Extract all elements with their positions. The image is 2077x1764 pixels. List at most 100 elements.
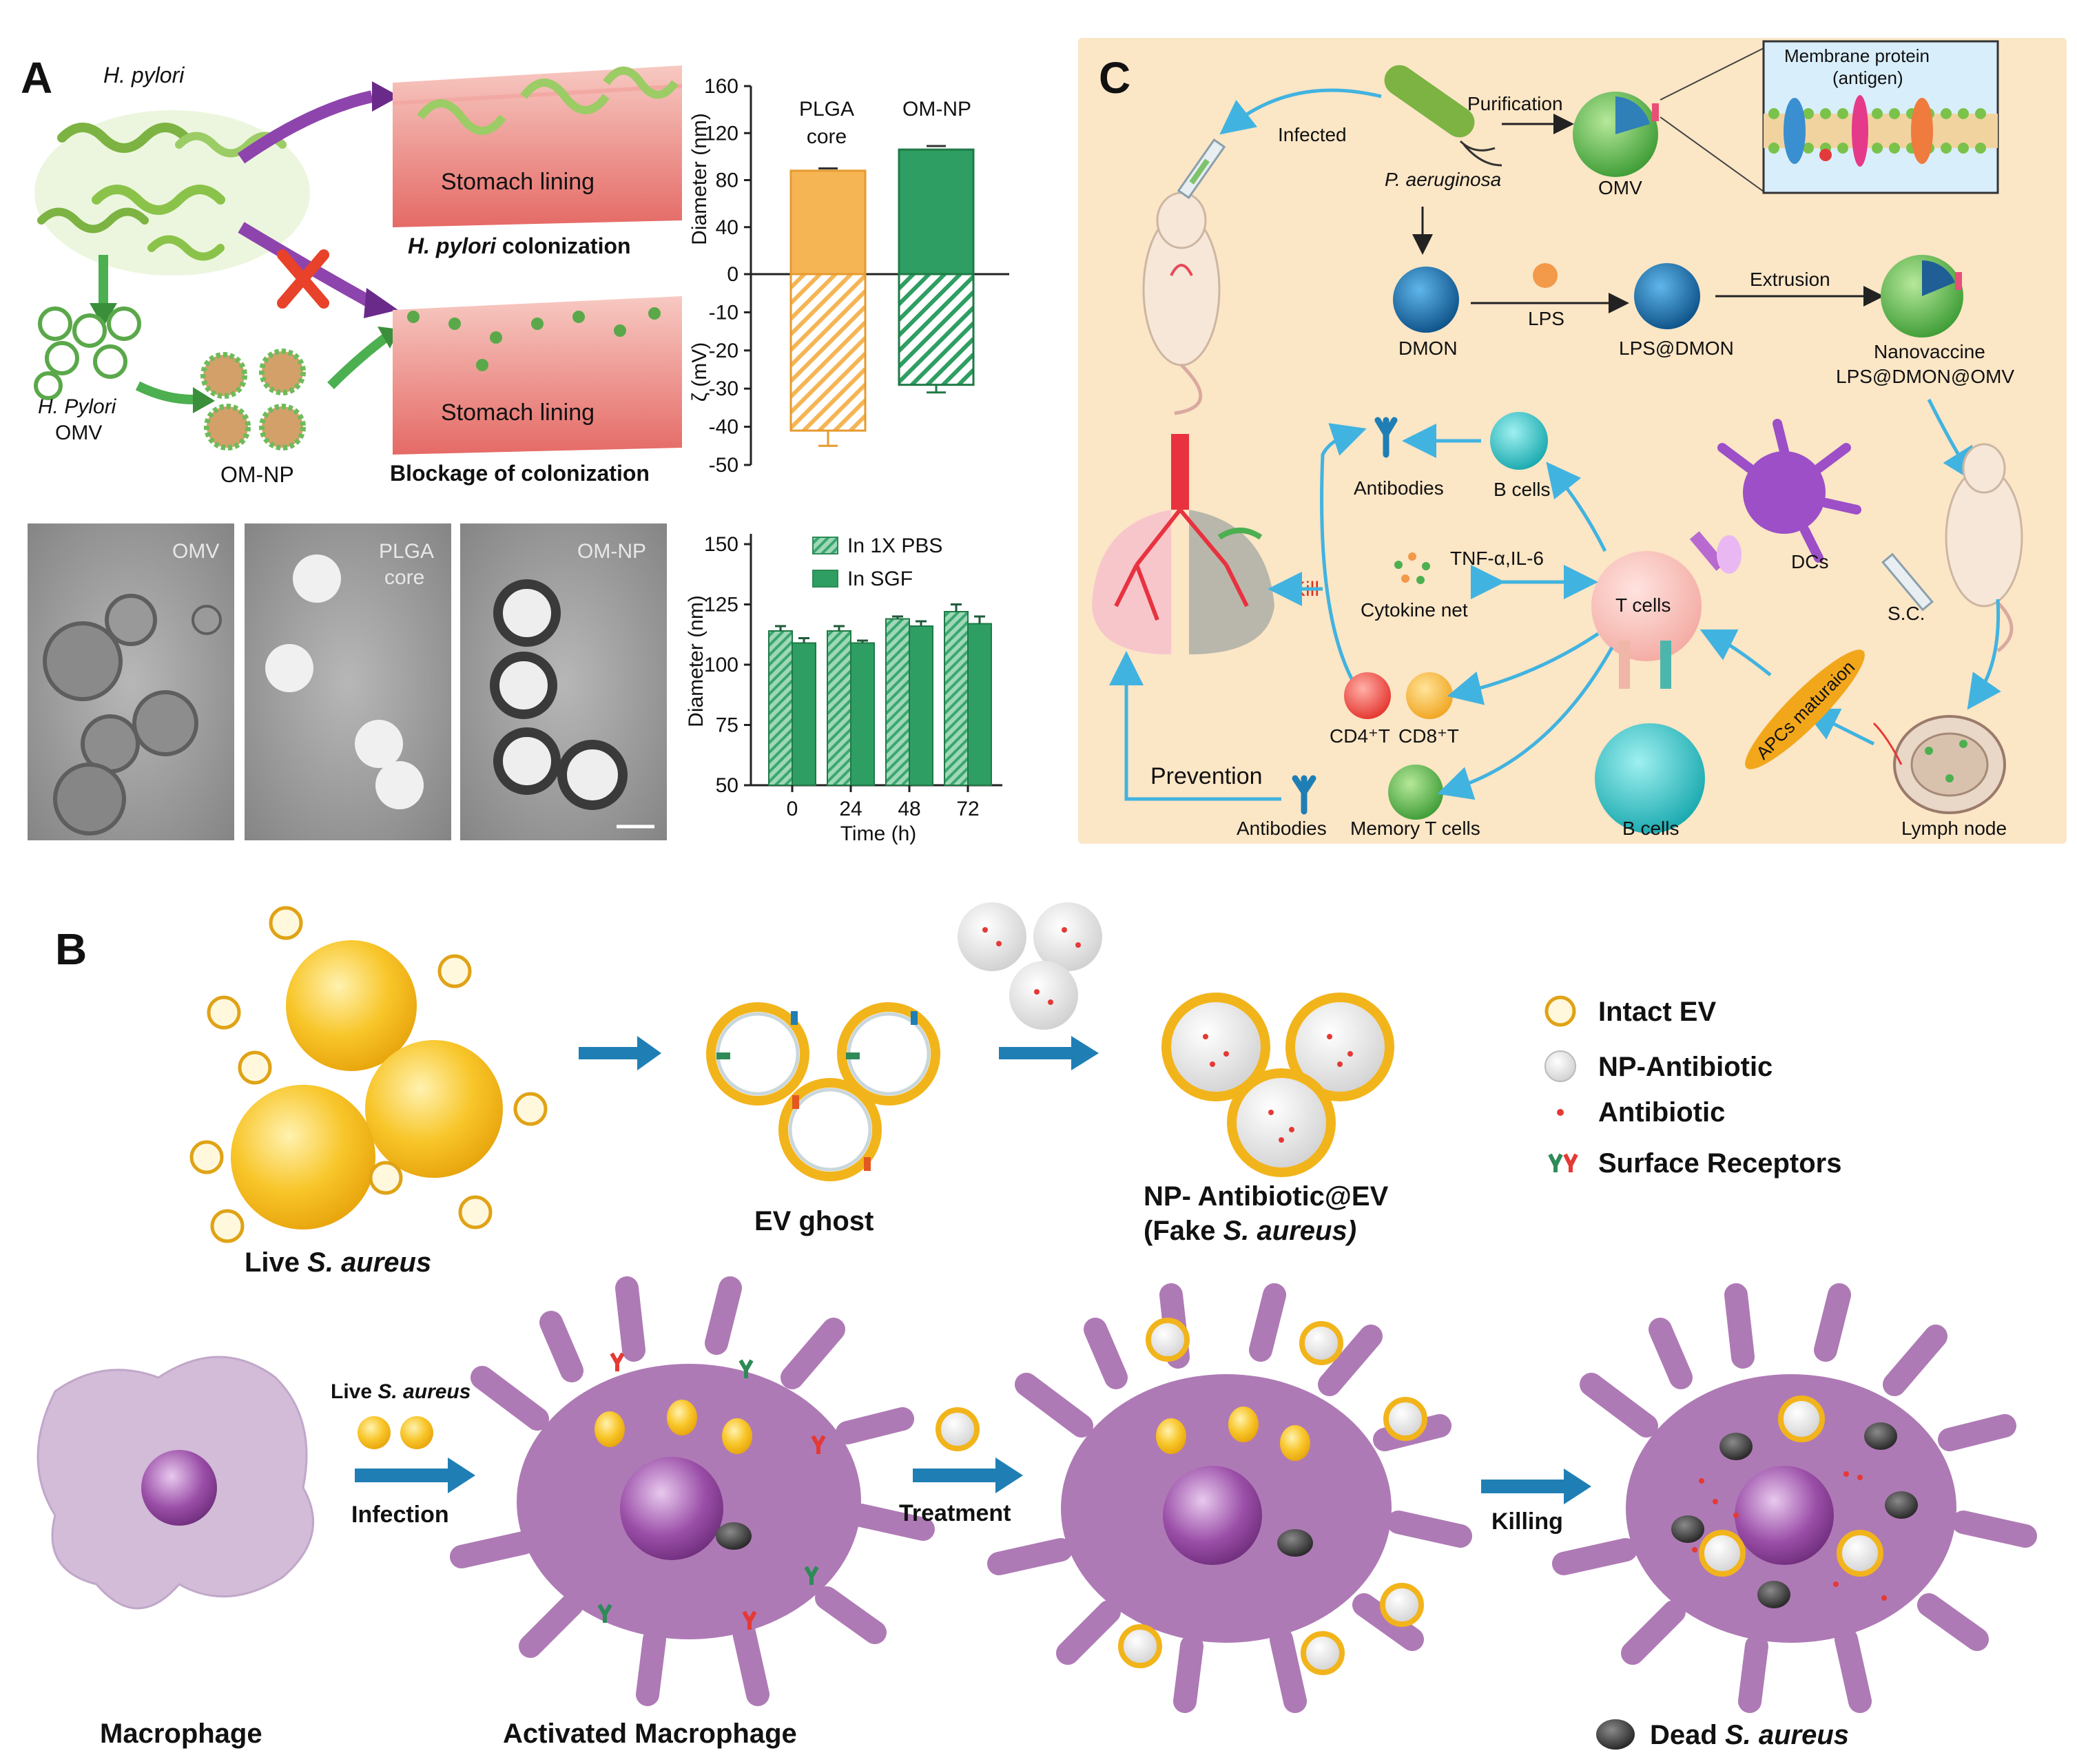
- chart2-xtick-label: 72: [956, 798, 979, 820]
- memory-t-cells-label: Memory T cells: [1350, 818, 1480, 839]
- p-aeruginosa-label: P. aeruginosa: [1385, 169, 1501, 190]
- syringe-icon: [1177, 138, 1226, 200]
- legend-surface-receptors-icon: [1548, 1153, 1578, 1172]
- legend-np-antibiotic-icon: [1544, 1050, 1576, 1082]
- infection-bacterium-1: [358, 1416, 391, 1449]
- antibodies-label-top: Antibodies: [1354, 477, 1444, 499]
- panel-label-b: B: [55, 924, 87, 974]
- colonization-arrow: [237, 90, 373, 164]
- dmon-sphere: [1393, 267, 1459, 333]
- cytokine-dots-icon: [1394, 552, 1430, 584]
- om-np-arrow: [135, 381, 194, 404]
- chart1-cat-label-core: core: [807, 125, 847, 148]
- om-np-particles-illustration: [200, 349, 306, 450]
- nanovaccine-formula-label: LPS@DMON@OMV: [1836, 366, 2014, 387]
- blockage-arrow: [238, 222, 375, 309]
- lymph-node-illustration: [1872, 715, 2006, 814]
- tem-label-core: core: [384, 566, 424, 589]
- chart1-ylabel-top: Diameter (nm): [688, 113, 711, 245]
- killing-label: Killing: [1491, 1508, 1563, 1535]
- dendritic-cell-illustration: [1689, 419, 1861, 574]
- infected-label: Infected: [1278, 124, 1347, 145]
- chart1-ytick-label: -30: [709, 377, 738, 400]
- chart1-bar-diameter: [789, 169, 867, 276]
- cross-mark-icon: [277, 249, 329, 309]
- chart2-xtick-label: 24: [839, 798, 862, 820]
- chart2-bar: [967, 623, 992, 786]
- omv-label-line1: H. Pylori: [38, 395, 117, 418]
- infection-label: Infection: [351, 1502, 449, 1528]
- antigen-label: (antigen): [1832, 68, 1903, 88]
- infection-top-label: Live S. aureus: [331, 1380, 471, 1403]
- chart1-ytick-label: -50: [709, 454, 738, 477]
- antibody-icon-bottom: [1292, 775, 1316, 815]
- chart2-ytick-label: 150: [704, 533, 738, 556]
- dead-s-aureus-label: Dead S. aureus: [1650, 1720, 1849, 1750]
- b-cells-bottom-illustration: [1595, 641, 1705, 833]
- tcells-to-bcells-arrow: [1546, 461, 1607, 552]
- macrophage-label: Macrophage: [100, 1719, 262, 1749]
- cd4-label: CD4⁺T: [1330, 725, 1390, 747]
- vaccinated-mouse-illustration: [1945, 443, 2023, 652]
- prevention-label: Prevention: [1150, 763, 1263, 789]
- np-antibiotic-ev-label: NP- Antibiotic@EV: [1144, 1181, 1389, 1212]
- ev-ghost-illustration: [706, 1002, 940, 1181]
- antibody-icon-top: [1374, 417, 1398, 458]
- sc-label: S.C.: [1888, 603, 1925, 624]
- legend-antibiotic-label: Antibiotic: [1598, 1097, 1725, 1128]
- chart2-bar: [885, 618, 910, 786]
- dead-s-aureus-icon: [1596, 1719, 1635, 1750]
- blockage-arrowhead: [364, 288, 398, 318]
- membrane-protein-label: Membrane protein: [1784, 45, 1930, 66]
- panel-a: A H. pylori: [21, 53, 1009, 845]
- np-antibiotic-spheres: [958, 902, 1102, 1030]
- treatment-label: Treatment: [899, 1500, 1011, 1526]
- sc-syringe-icon: [1881, 552, 1934, 612]
- colonization-caption: H. pylori colonization: [408, 234, 631, 258]
- to-lymph-node-arrow: [1967, 599, 2001, 710]
- panel-label-c: C: [1099, 53, 1130, 103]
- chart1-bar-diameter: [898, 148, 975, 276]
- dcs-label: DCs: [1791, 551, 1828, 572]
- om-np-label: OM-NP: [220, 462, 294, 487]
- treatment-particle-icon: [936, 1407, 980, 1451]
- chart1-cat-label-omnp: OM-NP: [902, 98, 971, 121]
- omv-vesicles-illustration: [34, 307, 141, 400]
- activated-macrophage-label: Activated Macrophage: [503, 1719, 797, 1749]
- omv-sphere-icon: [1573, 92, 1659, 177]
- stomach-lining-label-bottom: Stomach lining: [441, 400, 595, 426]
- tem-label-om-np: OM-NP: [577, 540, 646, 563]
- chart1-ytick-label: -40: [709, 416, 738, 439]
- chart2-xlabel: Time (h): [840, 822, 917, 845]
- chart1-cat-label-plga: PLGA: [799, 98, 854, 121]
- live-s-aureus-label: Live S. aureus: [245, 1247, 431, 1278]
- chart-diameter-zeta: Diameter (nm) ζ (mV) PLGA core OM-NP 160…: [688, 75, 1009, 477]
- b-cells-label-bottom: B cells: [1622, 818, 1679, 839]
- chart1-ylabel-bottom: ζ (mV): [688, 342, 711, 402]
- chart1-bar-zeta: [898, 273, 975, 386]
- lps-dmon-label: LPS@DMON: [1619, 338, 1734, 359]
- chart1-ytick-label: 40: [716, 216, 738, 239]
- activated-macrophage-illustration: [450, 1276, 935, 1706]
- om-np-to-stomach-arrow: [327, 333, 389, 389]
- treatment-arrow: [913, 1457, 1023, 1493]
- blockage-caption: Blockage of colonization: [390, 461, 650, 486]
- nanovaccine-sphere-icon: [1881, 255, 1963, 338]
- chart1-ytick-label: 160: [704, 75, 738, 98]
- chart1-ytick-label: -20: [709, 340, 738, 362]
- extrusion-label: Extrusion: [1750, 269, 1830, 290]
- tem-micrograph-om-np: [460, 523, 667, 840]
- legend-swatch-pbs: [812, 537, 838, 554]
- chart1-ytick-label: 80: [716, 169, 738, 192]
- killing-macrophage-illustration: [1552, 1283, 2037, 1713]
- chart1-ytick-label: 0: [727, 263, 738, 286]
- chart2-ytick-label: 75: [716, 714, 738, 737]
- tem-label-omv: OMV: [172, 540, 219, 563]
- fake-s-aureus-label: (Fake S. aureus): [1144, 1216, 1356, 1246]
- antibodies-label-bottom: Antibodies: [1237, 818, 1327, 839]
- cd8-t-sphere: [1406, 672, 1453, 719]
- chart2-ytick-label: 125: [704, 594, 738, 616]
- prevention-arrow: [1109, 651, 1281, 801]
- legend-antibiotic-icon: [1557, 1109, 1564, 1116]
